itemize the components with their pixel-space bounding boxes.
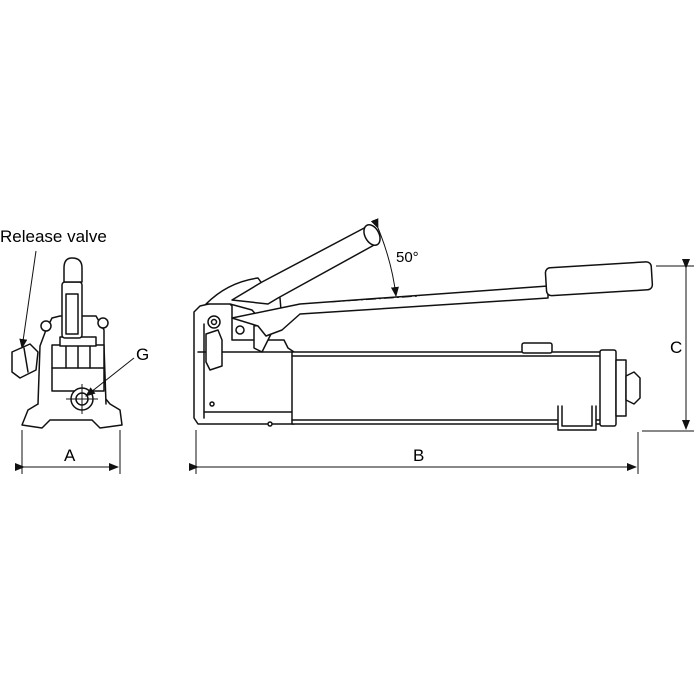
dimension-b — [189, 430, 639, 474]
dimension-c — [642, 259, 694, 432]
port-g-leader — [85, 357, 135, 397]
dimension-c-label: C — [670, 338, 682, 357]
dimension-a — [15, 430, 121, 474]
port-g-label: G — [136, 345, 149, 364]
dimension-b-label: B — [413, 446, 424, 465]
release-valve-leader — [19, 250, 37, 349]
release-valve-label: Release valve — [0, 227, 107, 246]
dimension-a-label: A — [64, 446, 76, 465]
angle-arc — [370, 218, 399, 297]
angle-label: 50° — [396, 249, 419, 266]
pump-end-view — [11, 257, 123, 429]
pump-side-view — [193, 223, 654, 431]
